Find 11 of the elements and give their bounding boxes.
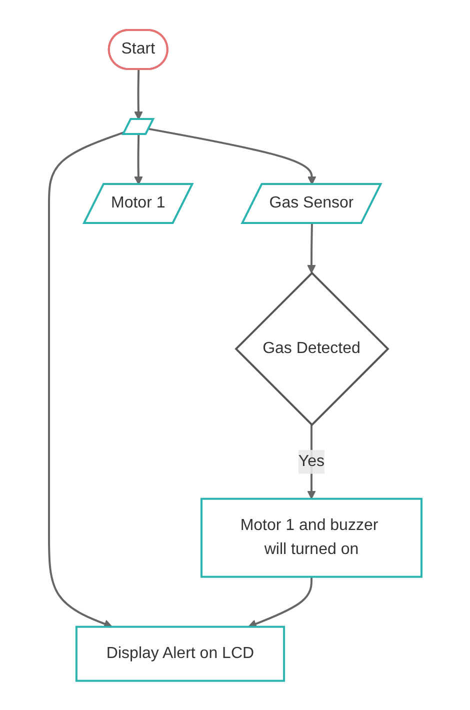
- arrow: [148, 128, 316, 184]
- node-box: Display Alert on LCD: [75, 625, 285, 682]
- node-parallelogram: [121, 118, 154, 135]
- arrow: [134, 69, 143, 120]
- arrow: [48, 130, 125, 628]
- node-diamond: Gas Detected: [234, 271, 390, 426]
- arrow: [306, 223, 316, 273]
- edge-label: Yes: [298, 452, 324, 470]
- arrow: [134, 134, 143, 184]
- node-box: Motor 1 and buzzer will turned on: [200, 497, 422, 578]
- arrow: [248, 576, 312, 628]
